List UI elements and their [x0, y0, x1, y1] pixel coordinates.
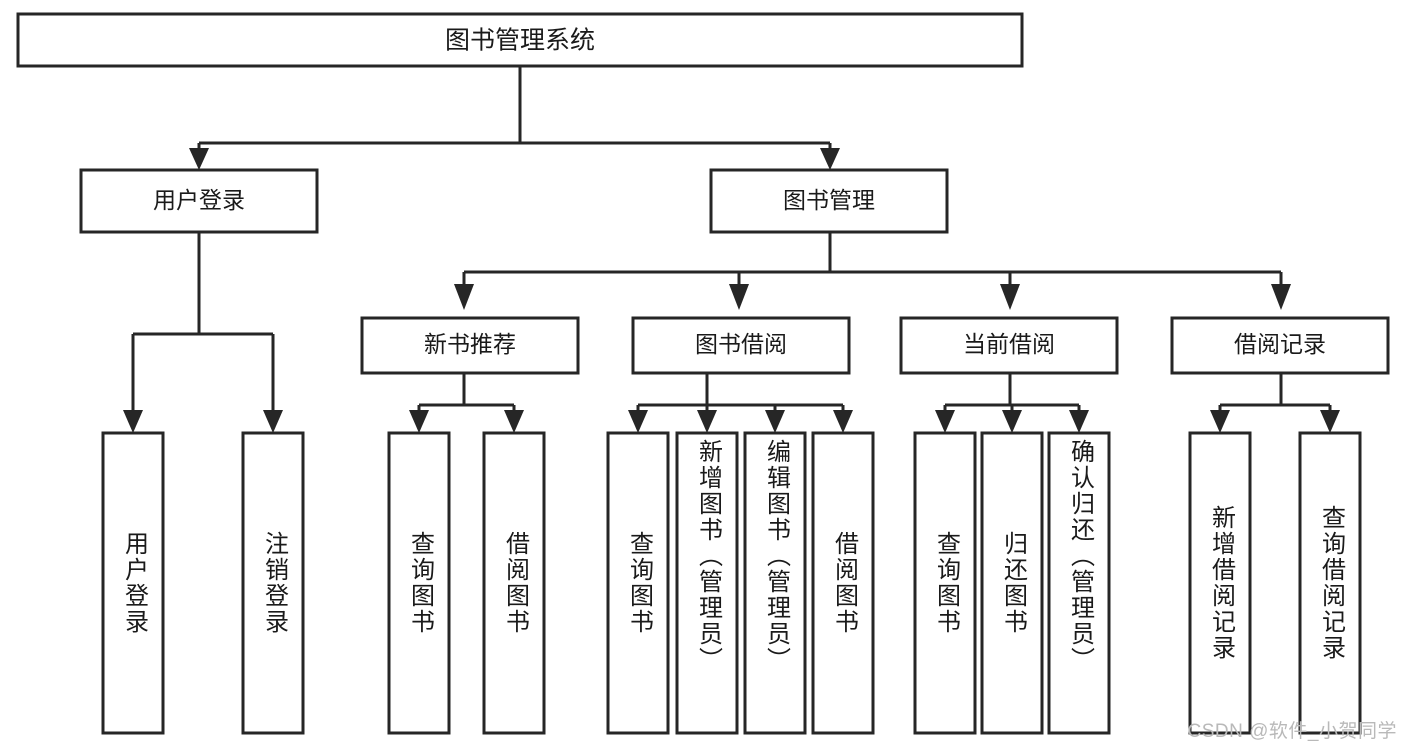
leaf-label-query-book-3: 查询图书: [932, 531, 960, 635]
leaf-label-wrap-query-book-3[interactable]: 查询图书: [915, 433, 975, 733]
leaf-label-wrap-query-book-2[interactable]: 查询图书: [608, 433, 668, 733]
leaf-label-edit-book: 编辑图书（管理员）: [762, 439, 790, 673]
leaf-label-add-book: 新增图书（管理员）: [694, 439, 722, 673]
leaf-box-confirm-return[interactable]: [1047, 431, 1111, 735]
arrow-to-leaf-confirm-return: [1069, 410, 1089, 433]
leaf-box-return-book[interactable]: [980, 431, 1044, 735]
leaf-box-query-book-3[interactable]: [913, 431, 977, 735]
node-label-current-borrow: 当前借阅: [963, 331, 1055, 357]
leaf-box-user-login[interactable]: [101, 431, 165, 735]
node-box-user-login[interactable]: [79, 168, 319, 234]
leaf-box-logout[interactable]: [241, 431, 305, 735]
node-box-current-borrow[interactable]: [899, 316, 1119, 375]
connector-group-book-borrow: [628, 373, 853, 433]
leaf-label-logout: 注销登录: [260, 531, 288, 635]
leaf-label-confirm-return: 确认归还（管理员）: [1066, 439, 1094, 673]
node-box-borrow-record[interactable]: [1170, 316, 1390, 375]
leaf-label-query-record: 查询借阅记录: [1317, 505, 1345, 661]
node-box-book-manage[interactable]: [709, 168, 949, 234]
leaf-label-wrap-query-book-1[interactable]: 查询图书: [389, 433, 449, 733]
leaf-label-return-book: 归还图书: [999, 531, 1027, 635]
leaf-label-wrap-confirm-return[interactable]: 确认归还（管理员）: [1049, 433, 1109, 733]
leaf-label-borrow-book-2: 借阅图书: [830, 531, 858, 635]
arrow-to-leaf-query-book-3: [935, 410, 955, 433]
leaf-label-query-book-1: 查询图书: [406, 531, 434, 635]
leaf-label-wrap-borrow-book-2[interactable]: 借阅图书: [813, 433, 873, 733]
node-label-borrow-record: 借阅记录: [1234, 331, 1326, 357]
leaf-label-wrap-borrow-book-1[interactable]: 借阅图书: [484, 433, 544, 733]
node-label-new-book: 新书推荐: [424, 331, 516, 357]
leaf-label-wrap-add-record[interactable]: 新增借阅记录: [1190, 433, 1250, 733]
arrow-to-leaf-query-book-1: [409, 410, 429, 433]
leaf-label-query-book-2: 查询图书: [625, 531, 653, 635]
leaf-label-add-record: 新增借阅记录: [1207, 505, 1235, 661]
leaf-box-query-book-2[interactable]: [606, 431, 670, 735]
node-label-book-manage: 图书管理: [783, 187, 875, 213]
arrow-to-leaf-logout: [263, 410, 283, 433]
leaf-label-wrap-add-book[interactable]: 新增图书（管理员）: [677, 433, 737, 733]
connector-group-new-book: [409, 373, 524, 433]
arrow-to-leaf-add-record: [1210, 410, 1230, 433]
arrow-to-book-borrow: [729, 284, 749, 310]
node-box-root[interactable]: [16, 12, 1024, 68]
leaf-label-borrow-book-1: 借阅图书: [501, 531, 529, 635]
node-label-root: 图书管理系统: [445, 27, 595, 55]
leaf-box-query-record[interactable]: [1298, 431, 1362, 735]
arrow-to-leaf-query-record: [1320, 410, 1340, 433]
node-label-user-login: 用户登录: [153, 187, 245, 213]
arrow-to-leaf-return-book: [1002, 410, 1022, 433]
leaf-label-wrap-query-record[interactable]: 查询借阅记录: [1300, 433, 1360, 733]
leaf-box-add-record[interactable]: [1188, 431, 1252, 735]
arrow-to-leaf-user-login: [123, 410, 143, 433]
arrow-to-leaf-edit-book: [765, 410, 785, 433]
node-box-book-borrow[interactable]: [631, 316, 851, 375]
arrow-to-borrow-record: [1271, 284, 1291, 310]
leaf-box-borrow-book-1[interactable]: [482, 431, 546, 735]
connector-group-user-login: [123, 232, 283, 433]
leaf-label-user-login: 用户登录: [120, 531, 148, 635]
connector-group-root: [189, 66, 840, 170]
watermark-text: CSDN @软件_小贺同学: [1187, 721, 1397, 742]
leaf-box-borrow-book-2[interactable]: [811, 431, 875, 735]
arrow-to-current-borrow: [1000, 284, 1020, 310]
arrow-root-to-book-manage: [820, 148, 840, 170]
leaf-label-wrap-edit-book[interactable]: 编辑图书（管理员）: [745, 433, 805, 733]
arrow-to-leaf-add-book: [697, 410, 717, 433]
connector-group-book-manage: [454, 232, 1291, 310]
arrow-root-to-user-login: [189, 148, 209, 170]
leaf-label-wrap-logout[interactable]: 注销登录: [243, 433, 303, 733]
node-box-new-book[interactable]: [360, 316, 580, 375]
node-label-book-borrow: 图书借阅: [695, 331, 787, 357]
leaf-box-edit-book[interactable]: [743, 431, 807, 735]
leaf-box-add-book[interactable]: [675, 431, 739, 735]
leaf-label-wrap-return-book[interactable]: 归还图书: [982, 433, 1042, 733]
leaf-box-query-book-1[interactable]: [387, 431, 451, 735]
leaf-label-wrap-user-login[interactable]: 用户登录: [103, 433, 163, 733]
arrow-to-leaf-borrow-book-2: [833, 410, 853, 433]
arrow-to-new-book: [454, 284, 474, 310]
connector-group-current-borrow: [935, 373, 1089, 433]
arrow-to-leaf-borrow-book-1: [504, 410, 524, 433]
arrow-to-leaf-query-book-2: [628, 410, 648, 433]
connector-group-borrow-record: [1210, 373, 1340, 433]
